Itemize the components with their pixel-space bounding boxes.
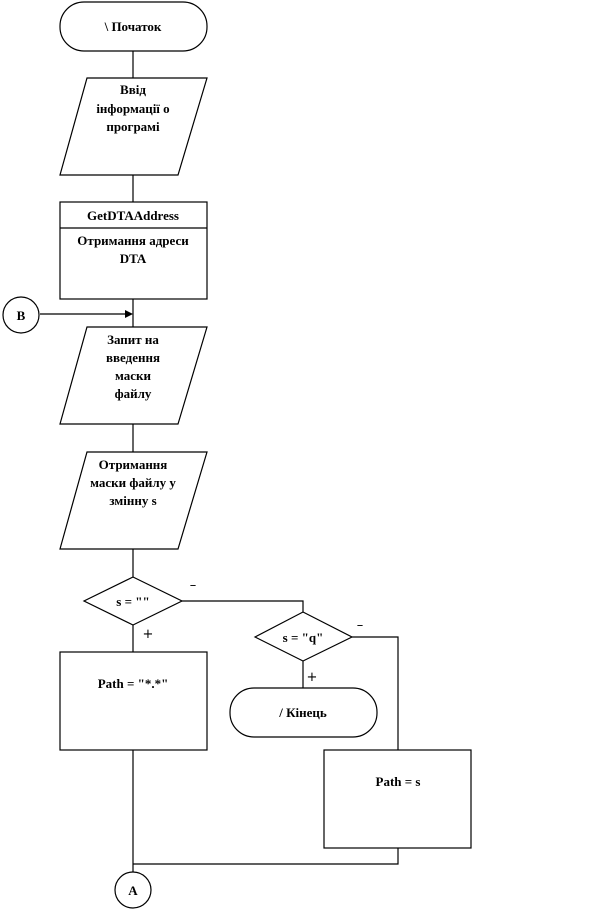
input-info-line-1: Ввід xyxy=(120,82,146,97)
request-mask-parallelogram xyxy=(59,326,208,425)
connector-b xyxy=(2,296,40,334)
edge-q-no xyxy=(352,636,399,750)
input-info-parallelogram xyxy=(59,77,208,176)
start-terminal xyxy=(59,1,208,52)
connector-a xyxy=(114,871,152,909)
path-default-process xyxy=(59,651,208,751)
get-mask-line-1: Отримання xyxy=(99,457,168,472)
request-mask-line-3: маски xyxy=(115,368,152,383)
edge-path-s-to-a xyxy=(133,848,399,865)
connector-b-label: B xyxy=(17,308,26,323)
end-terminal xyxy=(229,687,378,738)
decision-q-diamond xyxy=(253,611,354,662)
request-mask-line-4: файлу xyxy=(115,386,152,401)
decision-empty-yes-label: + xyxy=(143,627,154,642)
path-default-label: Path = "*.*" xyxy=(98,676,169,691)
get-mask-parallelogram xyxy=(59,451,208,550)
get-dta-line-1: Отримання адреси xyxy=(77,233,189,248)
decision-empty-label: s = "" xyxy=(116,594,149,609)
path-s-process xyxy=(323,749,472,849)
decision-empty-no-label: – xyxy=(190,578,197,593)
connector-a-label: A xyxy=(128,883,138,898)
request-mask-line-2: введення xyxy=(106,350,160,365)
get-mask-line-3: змінну s xyxy=(109,493,156,508)
get-dta-line-2: DTA xyxy=(120,251,147,266)
decision-q-yes-label: + xyxy=(307,670,318,685)
start-label: \ Початок xyxy=(104,19,162,34)
get-mask-line-2: маски файлу у xyxy=(90,475,176,490)
edge-decision-no xyxy=(182,600,304,612)
path-s-label: Path = s xyxy=(376,774,421,789)
get-dta-header: GetDTAAddress xyxy=(87,208,179,223)
input-info-line-3: програмі xyxy=(106,119,160,134)
decision-q-no-label: – xyxy=(357,618,364,633)
arrow-head-icon xyxy=(125,310,133,318)
decision-empty-diamond xyxy=(82,576,184,626)
input-info-line-2: інформації о xyxy=(96,101,169,116)
request-mask-line-1: Запит на xyxy=(107,332,159,347)
get-dta-process xyxy=(59,201,208,300)
end-label: / Кінець xyxy=(278,705,327,720)
decision-q-label: s = "q" xyxy=(283,630,324,645)
